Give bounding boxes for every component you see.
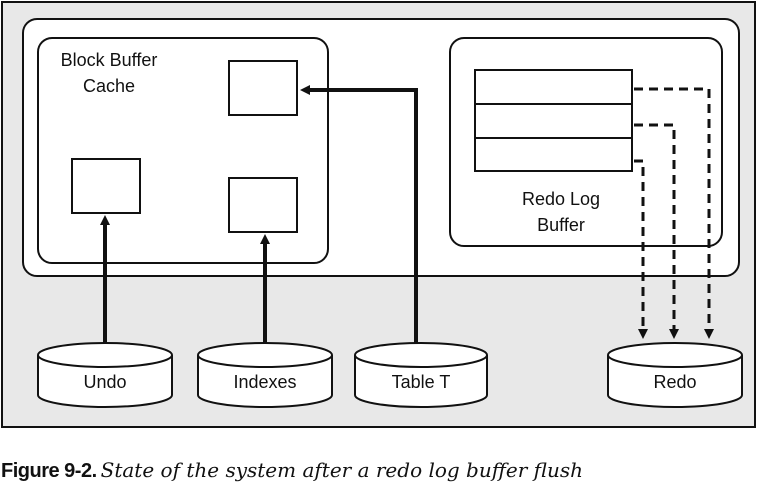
redo-log-buffer-label-line1: Redo Log [522,189,600,209]
cache-block-undo [71,158,141,214]
disk-table-t-body [354,355,488,408]
cache-block-table [228,60,298,116]
redo-buffer-entry-3 [474,137,633,172]
disk-redo-label: Redo [653,372,696,392]
flush-arrow-entry-3 [634,159,648,339]
disk-undo-body [37,355,173,408]
cache-block-index [228,177,298,233]
block-buffer-cache-label-line1: Block Buffer [61,50,158,70]
block-buffer-cache: Block Buffer Cache [37,37,329,264]
disk-indexes-top [197,342,333,368]
disk-redo: Redo [607,342,743,408]
disk-table-t-top [354,342,488,368]
figure-caption: Figure 9-2. State of the system after a … [1,458,757,488]
disk-indexes-label: Indexes [233,372,296,392]
disk-indexes: Indexes [197,342,333,408]
arrow-table-to-cache [300,85,418,345]
disk-indexes-body [197,355,333,408]
figure-label: Figure 9-2. [1,460,97,482]
redo-log-buffer-label-line2: Buffer [537,215,585,235]
diagram: Block Buffer Cache Redo Log Buffer Undo … [1,1,756,428]
disk-undo: Undo [37,342,173,408]
disk-undo-top [37,342,173,368]
flush-arrow-entry-1 [634,87,714,339]
redo-buffer-entry-2 [474,103,633,139]
disk-redo-top [607,342,743,368]
disk-undo-label: Undo [83,372,126,392]
figure-caption-text: State of the system after a redo log buf… [100,458,584,482]
disk-redo-body [607,355,743,408]
block-buffer-cache-label-line2: Cache [83,76,135,96]
disk-table-t: Table T [354,342,488,408]
redo-log-buffer: Redo Log Buffer [449,37,723,247]
disk-table-t-label: Table T [392,372,451,392]
redo-buffer-entry-1 [474,69,633,105]
